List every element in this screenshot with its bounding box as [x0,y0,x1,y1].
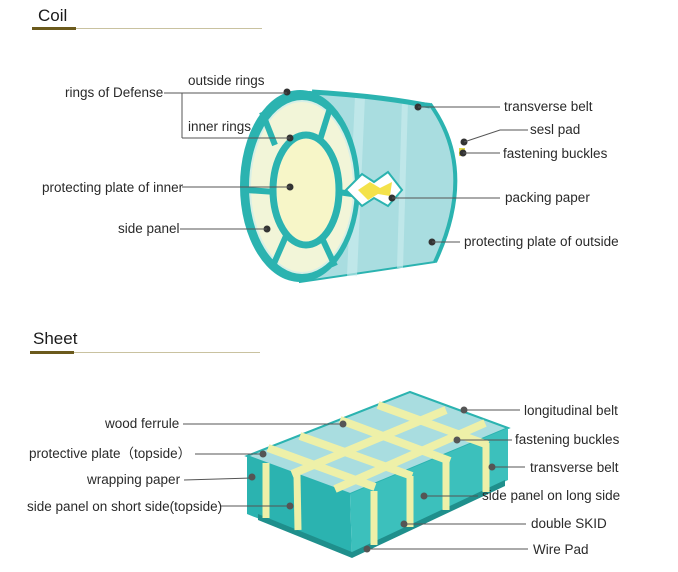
sheet-title-rule [74,352,260,353]
label-longitudinal-belt: longitudinal belt [524,403,618,418]
label-wrapping-paper: wrapping paper [87,472,181,487]
label-fastening-buckles-coil: fastening buckles [503,146,608,161]
label-rings-of-defense: rings of Defense [65,85,164,100]
label-side-panel-short-side: side panel on short side(topside) [27,499,223,514]
label-transverse-belt: transverse belt [504,99,593,114]
sheet-long-side [350,428,508,556]
label-side-panel-long-side: side panel on long side [482,488,621,503]
sheet-illustration [183,390,528,558]
label-outside-rings: outside rings [188,73,265,88]
label-sesl-pad: sesl pad [530,122,581,137]
sheet-title-accent [30,351,74,354]
coil-illustration [164,88,528,284]
label-protecting-plate-of-inner: protecting plate of inner [42,180,184,195]
sheet-section-title: Sheet [33,329,78,348]
label-wood-ferrule: wood ferrule [105,416,180,431]
coil-section-title: Coil [38,6,68,25]
label-fastening-buckles-sheet: fastening buckles [515,432,620,447]
label-protecting-plate-of-outside: protecting plate of outside [464,234,619,249]
label-inner-rings: inner rings [188,119,252,134]
label-protective-plate-topside: protective plate（topside） [29,446,192,461]
coil-title-accent [32,27,76,30]
inner-plate [277,139,335,241]
coil-title-rule [76,28,262,29]
label-wire-pad: Wire Pad [533,542,589,557]
label-double-skid: double SKID [531,516,607,531]
label-side-panel: side panel [118,221,180,236]
label-transverse-belt-sheet: transverse belt [530,460,619,475]
label-packing-paper: packing paper [505,190,590,205]
